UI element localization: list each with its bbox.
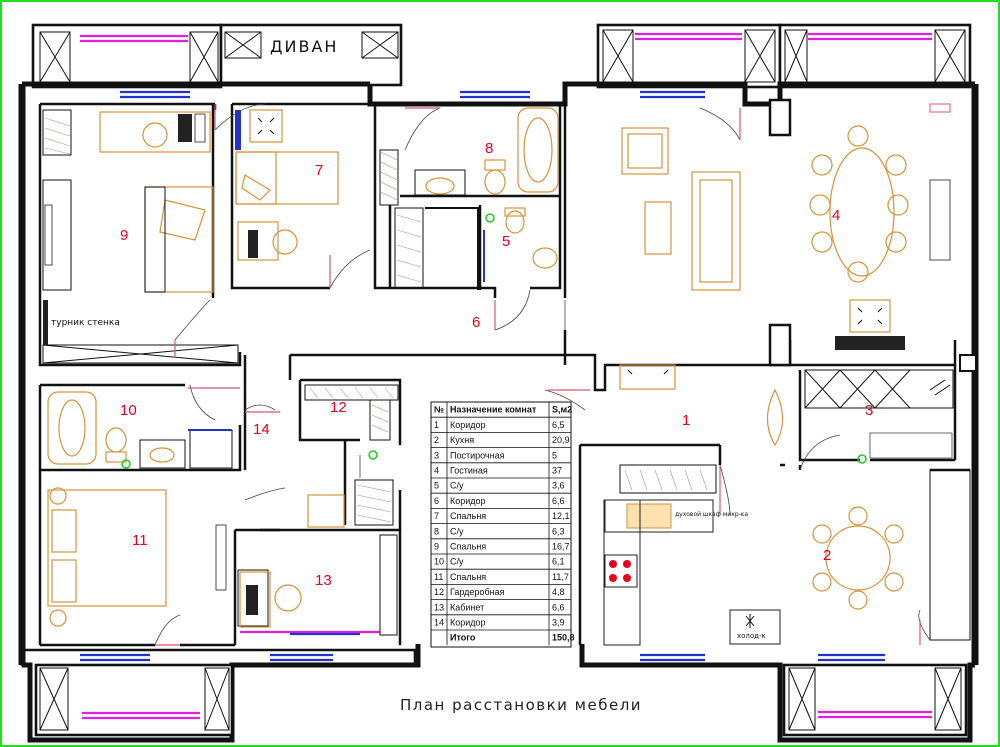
table-cell: 6,3 [552, 526, 565, 536]
table-cell: Спальня [450, 542, 486, 552]
table-cell: 2 [434, 435, 439, 445]
table-cell: 16,7 [552, 542, 570, 552]
closets [42, 109, 971, 641]
table-cell: 11 [434, 572, 443, 582]
table-cell: 4,8 [552, 587, 565, 597]
table-total-cell: Итого [450, 633, 476, 643]
table-cell: 37 [552, 466, 562, 476]
room-number-12: 12 [330, 399, 347, 416]
table-cell: Гардеробная [450, 587, 505, 597]
room-numbers: 1 2 3 4 5 6 7 8 9 10 11 12 13 14 [120, 140, 873, 589]
table-cell: Коридор [450, 420, 486, 430]
table-cell: 6 [434, 496, 439, 506]
table-total-cell: 150,8 [552, 633, 575, 643]
table-cell: 6,5 [552, 420, 565, 430]
plan-caption: План расстановки мебели [400, 696, 642, 714]
table-cell: 5 [434, 481, 439, 491]
table-cell: Коридор [450, 618, 486, 628]
table-cell: 7 [434, 511, 439, 521]
wall-bar-label: турник стенка [51, 318, 120, 328]
table-cell: 13 [434, 602, 444, 612]
table-cell: 12 [434, 587, 444, 597]
table-cell: 3,9 [552, 618, 565, 628]
table-cell: 8 [434, 526, 439, 536]
room-number-3: 3 [865, 402, 873, 419]
room-number-6: 6 [472, 314, 480, 331]
room-number-13: 13 [315, 572, 332, 589]
fridge-label: холод-к [737, 632, 766, 640]
table-cell: Спальня [450, 572, 486, 582]
table-cell: 14 [434, 618, 444, 628]
room-number-5: 5 [502, 233, 510, 250]
table-cell: 20,9 [552, 435, 570, 445]
table-cell: 3,6 [552, 481, 565, 491]
table-cell: Коридор [450, 496, 486, 506]
room-number-4: 4 [832, 207, 840, 224]
table-cell: Постирочная [450, 450, 505, 460]
table-cell: Спальня [450, 511, 486, 521]
table-cell: 6,6 [552, 602, 565, 612]
sofa-label: ДИВАН [270, 37, 338, 56]
table-cell: 3 [434, 450, 439, 460]
table-cell: С/у [450, 557, 464, 567]
room-number-14: 14 [253, 421, 270, 438]
windows [80, 32, 932, 720]
table-header-cell: № [434, 405, 444, 415]
table-cell: 1 [434, 420, 439, 430]
table-cell: 12,1 [552, 511, 570, 521]
table-cell: 4 [434, 466, 439, 476]
room-number-10: 10 [120, 402, 137, 419]
table-cell: 6,6 [552, 496, 565, 506]
furniture [42, 98, 977, 646]
room-number-8: 8 [485, 140, 493, 157]
room-number-9: 9 [120, 227, 128, 244]
table-cell: С/у [450, 481, 464, 491]
room-number-1: 1 [682, 412, 690, 429]
room-number-11: 11 [132, 532, 148, 549]
room-number-2: 2 [823, 547, 831, 564]
table-cell: С/у [450, 526, 464, 536]
doors [154, 103, 931, 646]
table-cell: Гостиная [450, 466, 488, 476]
table-cell: 5 [552, 450, 557, 460]
table-header-cell: Назначение комнат [450, 405, 537, 415]
room-number-7: 7 [315, 162, 323, 179]
table-cell: 6,1 [552, 557, 565, 567]
table-cell: 9 [434, 542, 439, 552]
table-cell: Кабинет [450, 602, 484, 612]
outer-walls [18, 23, 979, 743]
table-header-cell: S,м2 [552, 405, 572, 415]
table-cell: 10 [434, 557, 444, 567]
table-cell: Кухня [450, 435, 474, 445]
table-cell: 11,7 [552, 572, 569, 582]
oven-label: духовой шкаф микр-ка [675, 511, 748, 518]
